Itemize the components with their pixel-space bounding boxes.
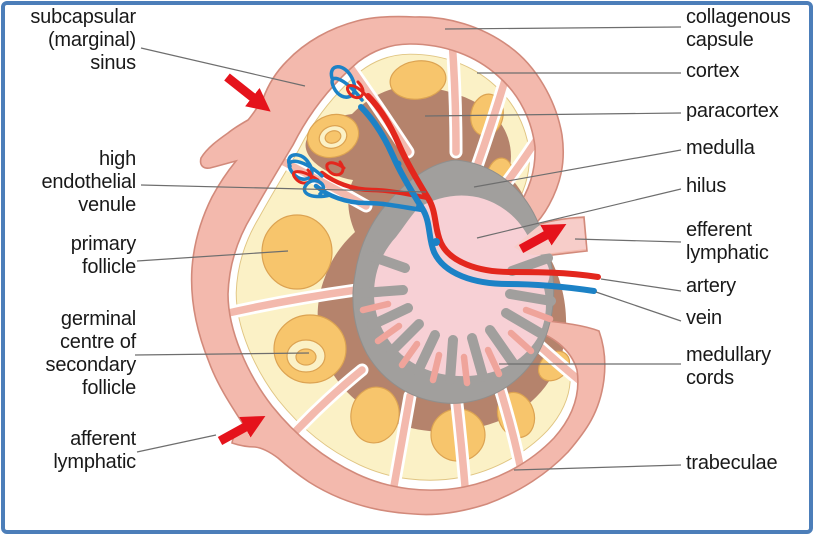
medullary-cord (507, 329, 535, 355)
collagenous-capsule (190, 15, 606, 516)
label-line: medullary (686, 344, 771, 366)
label-line: cortex (686, 60, 740, 82)
label-line: germinal (60, 308, 136, 330)
label-subcapsular-marginal-sinus: subcapsular (marginal) sinus (6, 6, 136, 75)
trabecula (220, 286, 360, 318)
secondary-follicle-core (295, 348, 317, 366)
label-line: artery (686, 275, 736, 297)
leader-trabeculae (513, 464, 682, 471)
medullary-cord (398, 340, 421, 369)
label-line: (marginal) (47, 29, 136, 51)
leader-germinal-centre (134, 352, 310, 356)
label-germinal-centre-secondary-follicle: germinal centre of secondary follicle (6, 308, 137, 400)
label-afferent-lymphatic: afferent lymphatic (6, 428, 136, 474)
label-efferent-lymphatic: efferent lymphatic (686, 219, 811, 265)
label-line: primary (70, 233, 136, 255)
label-line: subcapsular (30, 6, 136, 28)
label-line: cords (686, 367, 734, 389)
artery-vessel (365, 93, 601, 280)
label-trabeculae: trabeculae (686, 452, 811, 475)
vein-junction-dots (394, 160, 440, 246)
efferent-flow-arrow (518, 223, 567, 253)
hev-loop (286, 153, 324, 181)
hev-loop (345, 80, 370, 100)
trabecula (390, 392, 414, 490)
label-collagenous-capsule: collagenous capsule (686, 6, 811, 52)
leader-vein (595, 291, 682, 322)
hev-loop (329, 65, 364, 102)
label-line: hilus (686, 175, 727, 197)
leader-lines (134, 26, 682, 471)
hev-loop (292, 168, 320, 185)
lymph-flow-arrows (217, 73, 567, 445)
label-line: afferent (70, 428, 136, 450)
label-line: centre of (59, 331, 136, 353)
label-line: trabeculae (686, 452, 778, 474)
trabecula (494, 378, 525, 474)
label-line: collagenous (686, 6, 791, 28)
leader-artery (600, 278, 682, 292)
medullary-cord (359, 300, 392, 314)
trabecula (448, 36, 460, 156)
medullary-cord (484, 346, 503, 378)
medullary-cords (359, 300, 554, 387)
label-line: secondary (45, 354, 137, 376)
label-vein: vein (686, 307, 811, 330)
label-line: lymphatic (53, 451, 136, 473)
label-line: lymphatic (686, 242, 769, 264)
medullary-cord (374, 322, 403, 345)
label-line: vein (686, 307, 722, 329)
leader-efferent (574, 238, 682, 243)
label-hilus: hilus (686, 175, 811, 198)
germinal-centre (389, 60, 447, 100)
leader-primary-follicle (136, 250, 289, 262)
vein-vessel (358, 104, 597, 294)
label-line: efferent (686, 219, 752, 241)
label-line: follicle (82, 256, 136, 278)
medullary-cord (522, 306, 554, 323)
afferent-flow-arrow-bottom (217, 415, 266, 445)
label-line: venule (78, 194, 136, 216)
label-line: sinus (90, 52, 136, 74)
label-medullary-cords: medullary cords (686, 344, 811, 390)
medulla-fingers (358, 250, 556, 385)
leader-medulla (473, 149, 682, 188)
label-paracortex: paracortex (686, 100, 811, 123)
label-line: high (98, 148, 136, 170)
hev-loop (302, 178, 332, 199)
leader-paracortex (424, 112, 682, 117)
afferent-flow-arrow-top (224, 73, 271, 112)
label-line: capsule (686, 29, 754, 51)
label-line: follicle (82, 377, 136, 399)
label-high-endothelial-venule: high endothelial venule (6, 148, 136, 217)
germinal-centre (350, 386, 400, 444)
leader-capsule (444, 26, 682, 30)
leader-afferent (136, 434, 217, 453)
leader-hev (140, 184, 427, 193)
leader-hilus (476, 188, 682, 239)
hev-loop (325, 160, 346, 177)
label-medulla: medulla (686, 137, 811, 160)
secondary-follicle-core (324, 130, 342, 144)
medullary-cord (429, 351, 443, 384)
label-line: medulla (686, 137, 755, 159)
label-line: paracortex (686, 100, 779, 122)
medullary-cord (460, 353, 471, 387)
label-primary-follicle: primary follicle (6, 233, 136, 279)
primary-follicle-centre (261, 214, 333, 290)
label-line: endothelial (41, 171, 136, 193)
label-cortex: cortex (686, 60, 811, 83)
label-artery: artery (686, 275, 811, 298)
leader-subcapsular-sinus (140, 47, 306, 87)
